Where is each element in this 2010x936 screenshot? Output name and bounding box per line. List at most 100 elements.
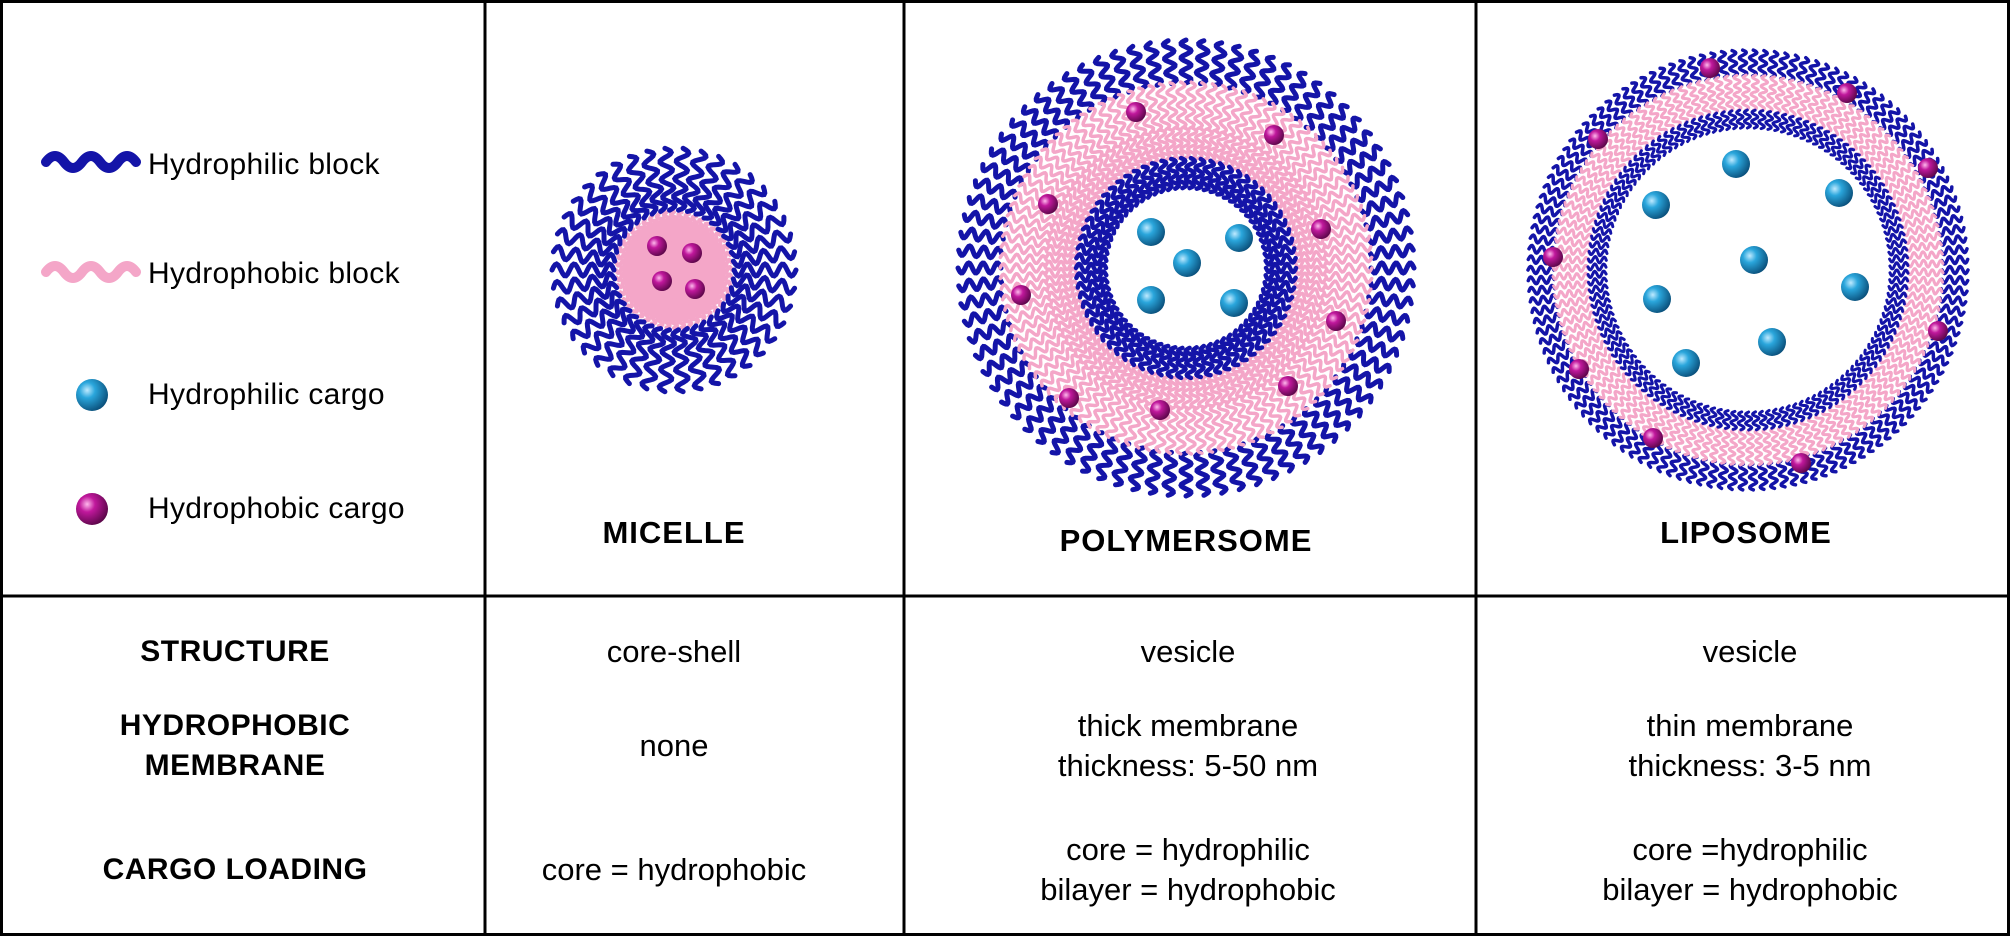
- hydrophobic-chain: [1128, 137, 1147, 169]
- hydrophobic-cargo: [1311, 219, 1331, 239]
- hydrophobic-chain: [1553, 288, 1573, 300]
- hydrophilic-chain: [1628, 432, 1648, 459]
- hydrophobic-chain: [1059, 199, 1091, 220]
- hydrophobic-chain: [1924, 277, 1945, 287]
- hydrophobic-chain: [1643, 399, 1658, 418]
- hydrophobic-chain: [1850, 132, 1866, 151]
- hydrophilic-chain: [972, 177, 1018, 201]
- hydrophilic-chain: [1775, 459, 1790, 489]
- hydrophilic-chain: [1131, 168, 1153, 200]
- hydrophilic-chain: [1929, 194, 1958, 210]
- hydrophobic-chain: [1631, 131, 1649, 149]
- hydrophilic-chain: [1721, 409, 1732, 430]
- hydrophobic-chain: [1579, 207, 1600, 218]
- hydrophilic-chain: [701, 161, 741, 221]
- hydrophobic-chain: [1612, 372, 1629, 390]
- hydrophilic-chain: [580, 306, 633, 356]
- hydrophilic-chain: [1757, 48, 1770, 79]
- hydrophobic-chain: [1322, 287, 1372, 306]
- hydrophobic-chain: [1231, 140, 1251, 171]
- hydrophobic-chain: [1256, 106, 1286, 150]
- liposome-cargo-line2: bilayer = hydrophobic: [1602, 872, 1898, 907]
- hydrophobic-chain: [1033, 155, 1075, 188]
- hydrophobic-cargo: [1011, 285, 1031, 305]
- hydrophobic-chain: [1856, 138, 1872, 157]
- hydrophobic-chain: [1666, 411, 1678, 431]
- hydrophobic-chain: [678, 212, 693, 243]
- hydrophilic-chain: [1127, 445, 1148, 493]
- hydrophobic-chain: [1829, 425, 1844, 444]
- hydrophobic-chain: [1323, 242, 1373, 258]
- hydrophilic-chain: [1061, 71, 1095, 113]
- hydrophilic-chain: [1602, 198, 1622, 210]
- hydrophilic-chain: [708, 172, 755, 227]
- hydrophilic-chain: [1546, 173, 1574, 191]
- hydrophilic-chain: [1232, 328, 1257, 357]
- hydrophobic-chain: [1863, 120, 1878, 138]
- hydrophobic-chain: [1859, 381, 1877, 398]
- hydrophobic-chain: [1551, 262, 1572, 272]
- hydrophobic-chain: [1309, 328, 1355, 355]
- hydrophobic-chain: [701, 250, 732, 267]
- hydrophilic-chain: [1712, 111, 1725, 133]
- hydrophilic-chain: [1239, 48, 1261, 95]
- hydrophilic-chain: [1535, 202, 1564, 218]
- hydrophilic-chain: [1876, 202, 1896, 217]
- hydrophobic-chain: [626, 285, 653, 309]
- hydrophilic-chain: [1766, 460, 1780, 491]
- hydrophilic-chain: [1255, 300, 1288, 321]
- hydrophobic-chain: [1906, 258, 1928, 269]
- hydrophilic-chain: [1603, 330, 1623, 345]
- hydrophobic-chain: [1100, 153, 1124, 182]
- hydrophobic-chain: [1262, 342, 1289, 368]
- hydrophobic-chain: [1564, 331, 1584, 345]
- hydrophilic-chain: [706, 314, 753, 369]
- hydrophobic-chain: [1292, 354, 1332, 389]
- hydrophilic-chain: [1551, 356, 1578, 374]
- hydrophilic-chain: [1720, 110, 1731, 132]
- polymersome-cargo-value: core = hydrophilic bilayer = hydrophobic: [1040, 830, 1336, 910]
- hydrophobic-chain: [1555, 226, 1576, 237]
- hydrophobic-chain: [614, 258, 647, 271]
- hydrophilic-chain: [1033, 92, 1070, 130]
- hydrophilic-chain: [1658, 66, 1675, 94]
- hydrophobic-chain: [1047, 139, 1086, 176]
- hydrophilic-chain: [1932, 204, 1961, 219]
- hydrophobic-chain: [1569, 247, 1591, 257]
- hydrophobic-chain: [1903, 233, 1925, 246]
- hydrophilic-chain: [1233, 179, 1259, 209]
- hydrophilic-chain: [1743, 410, 1754, 432]
- hydrophobic-chain: [1000, 230, 1050, 249]
- hydrophilic-chain: [1161, 449, 1179, 498]
- hydrophilic-chain: [639, 326, 667, 392]
- hydrophilic-chain: [1568, 137, 1594, 158]
- hydrophilic-chain: [1736, 410, 1746, 432]
- hydrophobic-chain: [677, 297, 694, 328]
- hydrophobic-chain: [1293, 271, 1328, 285]
- hydrophobic-chain: [702, 264, 734, 276]
- hydrophobic-chain: [1807, 415, 1821, 436]
- hydrophobic-chain: [1699, 441, 1710, 462]
- hydrophilic-chain: [1551, 163, 1579, 182]
- hydrophobic-chain: [1921, 231, 1942, 243]
- hydrophilic-chain: [1881, 311, 1902, 322]
- hydrophobic-cargo: [1791, 453, 1811, 473]
- hydrophilic-chain: [714, 308, 766, 358]
- hydrophilic-chain: [1084, 298, 1117, 318]
- hydrophobic-chain: [1842, 104, 1855, 122]
- hydrophobic-chain: [1253, 157, 1278, 185]
- hydrophobic-cargo: [1126, 102, 1146, 122]
- hydrophilic-chain: [1885, 297, 1906, 308]
- hydrophilic-chain: [1035, 405, 1069, 445]
- hydrophobic-chain: [1906, 275, 1928, 285]
- hydrophilic-chain: [955, 260, 1004, 276]
- hydrophobic-chain: [1905, 178, 1924, 193]
- hydrophobic-chain: [1765, 92, 1775, 113]
- hydrophobic-chain: [1768, 75, 1779, 96]
- hydrophilic-chain: [1236, 441, 1264, 488]
- hydrophilic-chain: [1925, 341, 1954, 357]
- hydrophilic-chain: [1903, 138, 1929, 160]
- hydrophobic-chain: [1281, 132, 1319, 171]
- hydrophilic-chain: [1700, 404, 1711, 425]
- hydrophobic-chain: [1003, 294, 1052, 314]
